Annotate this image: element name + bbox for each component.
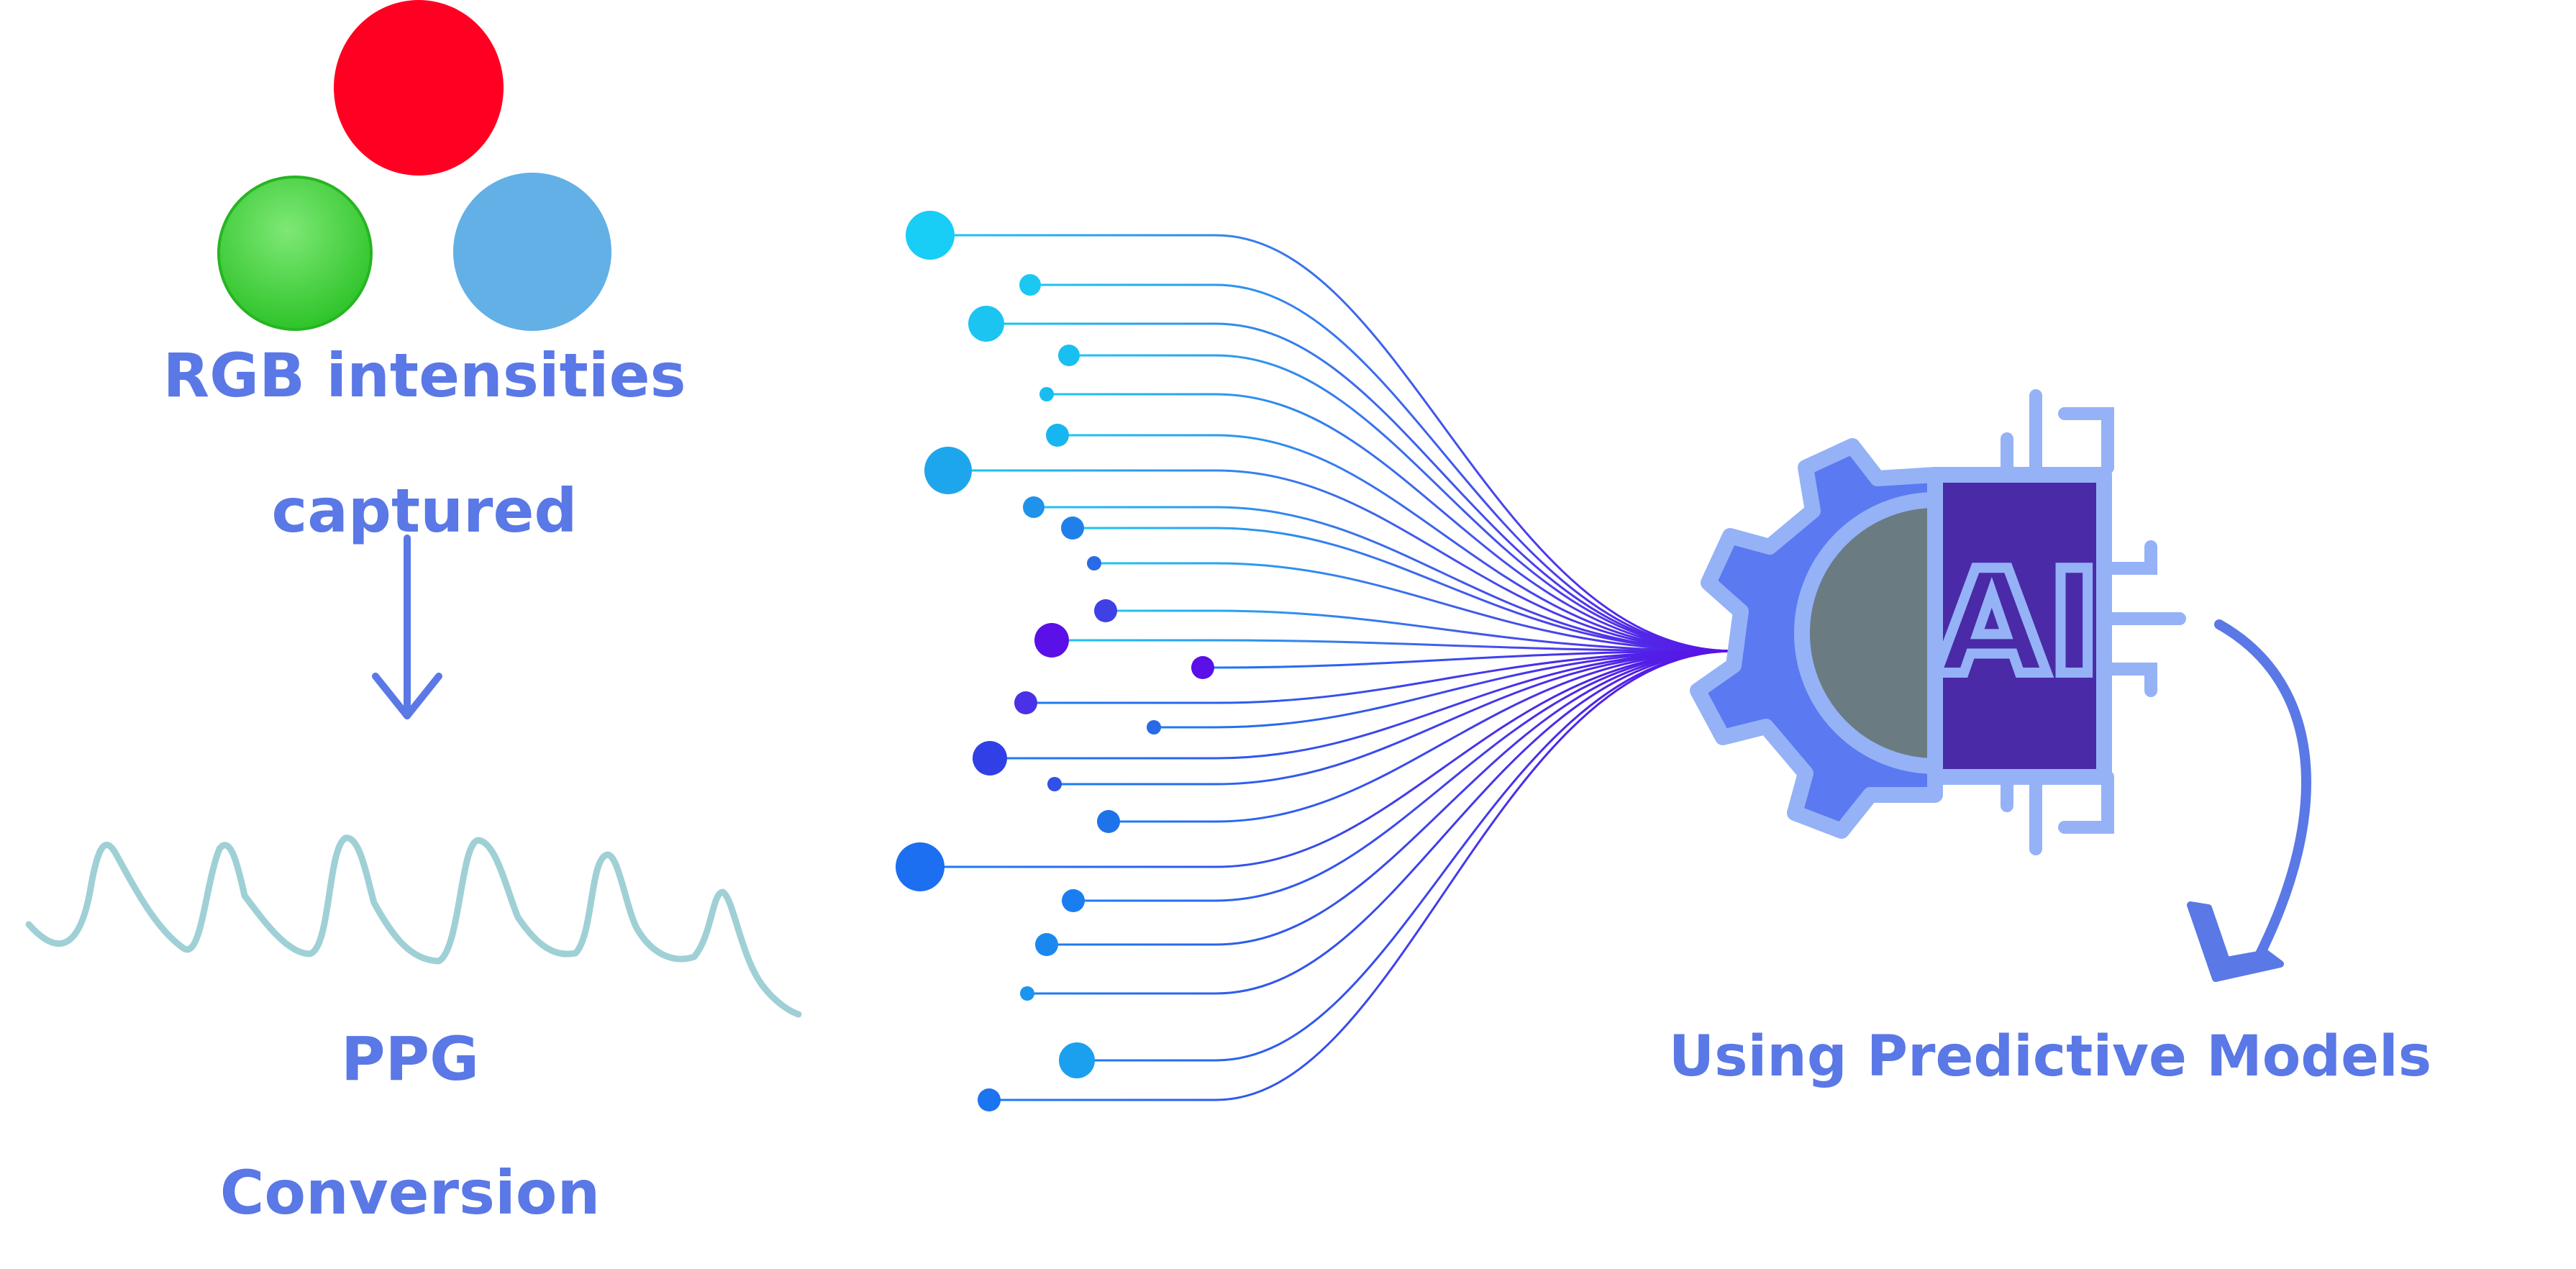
network-line bbox=[1027, 650, 1734, 995]
ppg-label-line-1: PPG bbox=[340, 1024, 480, 1094]
network-line bbox=[1055, 650, 1734, 786]
network-line bbox=[930, 234, 1734, 652]
ppg-waveform-icon bbox=[25, 834, 802, 1018]
down-arrow-icon bbox=[372, 535, 442, 719]
curved-arrow-shaft bbox=[2214, 619, 2311, 962]
network-line bbox=[986, 322, 1734, 652]
network-line bbox=[1073, 650, 1734, 902]
rgb-label-line-2: captured bbox=[271, 476, 578, 546]
chip-ai-text: AI bbox=[1936, 540, 2101, 707]
network-line bbox=[1094, 562, 1734, 652]
curved-arrow-head bbox=[2187, 901, 2284, 982]
network-node bbox=[906, 211, 955, 260]
network-line bbox=[1026, 650, 1734, 704]
network-node bbox=[896, 842, 945, 891]
network-line bbox=[990, 650, 1734, 760]
chip-pins bbox=[2001, 389, 2186, 855]
gear-half-disc bbox=[1794, 491, 1943, 775]
model-label: Using Predictive Models bbox=[1668, 1024, 2432, 1089]
network-node bbox=[1147, 720, 1161, 734]
network-node bbox=[1019, 274, 1041, 296]
network-line bbox=[1047, 650, 1734, 946]
ai-gear-chip-icon: AI bbox=[1690, 389, 2186, 855]
network-line bbox=[1109, 650, 1734, 823]
network-line bbox=[1073, 527, 1734, 652]
network-line bbox=[1069, 354, 1734, 652]
network-line bbox=[1057, 434, 1734, 652]
network-node bbox=[924, 447, 972, 494]
network-node bbox=[1087, 556, 1101, 570]
network-node bbox=[1014, 691, 1037, 714]
network-node bbox=[1059, 1042, 1095, 1078]
rgb-label-line-1: RGB intensities bbox=[163, 340, 686, 411]
network-node bbox=[1062, 889, 1085, 912]
network-line bbox=[1034, 506, 1734, 652]
network-node bbox=[1191, 656, 1214, 679]
network-line bbox=[1077, 650, 1734, 1062]
network-line bbox=[920, 650, 1734, 868]
network-node bbox=[1047, 777, 1062, 791]
network-node bbox=[1035, 933, 1058, 956]
network-node bbox=[1039, 387, 1054, 401]
network-line bbox=[1203, 650, 1734, 669]
network-node bbox=[968, 306, 1004, 342]
network-line bbox=[989, 650, 1734, 1101]
network-node bbox=[1058, 345, 1080, 366]
network-node bbox=[1097, 810, 1120, 833]
network-line bbox=[1052, 639, 1734, 652]
network-line bbox=[1047, 393, 1734, 652]
green-circle bbox=[217, 176, 373, 331]
curved-arrow-icon bbox=[2187, 619, 2311, 982]
converging-lines-icon bbox=[896, 211, 1734, 1111]
network-node bbox=[978, 1088, 1001, 1111]
network-node bbox=[1094, 599, 1117, 622]
network-line bbox=[948, 469, 1734, 652]
network-node bbox=[1061, 517, 1084, 540]
network-node bbox=[973, 741, 1007, 776]
red-circle bbox=[334, 0, 504, 176]
blue-circle bbox=[453, 173, 611, 331]
network-line bbox=[1106, 609, 1734, 652]
network-line bbox=[1030, 283, 1734, 652]
network-node bbox=[1034, 623, 1069, 658]
network-node bbox=[1020, 986, 1034, 1001]
ppg-label-line-2: Conversion bbox=[219, 1157, 601, 1228]
network-line bbox=[1154, 650, 1734, 729]
chip-body bbox=[1927, 467, 2112, 785]
network-node bbox=[1046, 424, 1069, 447]
rgb-circles-icon bbox=[217, 0, 611, 331]
network-node bbox=[1023, 496, 1044, 518]
